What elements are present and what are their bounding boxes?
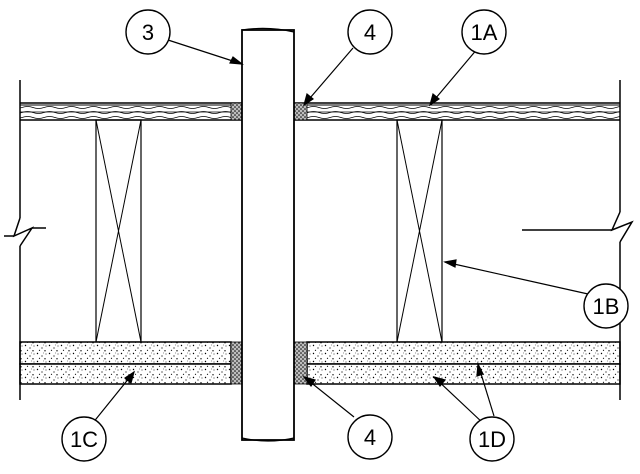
callout-3: 3 — [125, 9, 171, 55]
callout-1d: 1D — [469, 416, 515, 462]
floor-layer-1a — [20, 102, 620, 121]
svg-text:3: 3 — [142, 20, 154, 45]
leader-lines — [91, 39, 589, 425]
svg-text:4: 4 — [364, 20, 376, 45]
joist-right-1b — [396, 119, 443, 343]
penetrating-pipe — [241, 27, 295, 442]
svg-text:1D: 1D — [478, 427, 506, 452]
callout-4-top: 4 — [347, 9, 393, 55]
callout-4-bottom: 4 — [347, 414, 393, 460]
svg-text:1B: 1B — [593, 294, 620, 319]
callout-1c: 1C — [61, 416, 107, 462]
callout-1b: 1B — [583, 283, 629, 329]
svg-text:4: 4 — [364, 425, 376, 450]
svg-text:1A: 1A — [471, 20, 498, 45]
ceiling-gypsum-layers — [19, 341, 621, 385]
joist-left — [95, 119, 142, 343]
svg-text:1C: 1C — [70, 427, 98, 452]
break-line-left — [4, 80, 46, 400]
callout-1a: 1A — [461, 9, 507, 55]
